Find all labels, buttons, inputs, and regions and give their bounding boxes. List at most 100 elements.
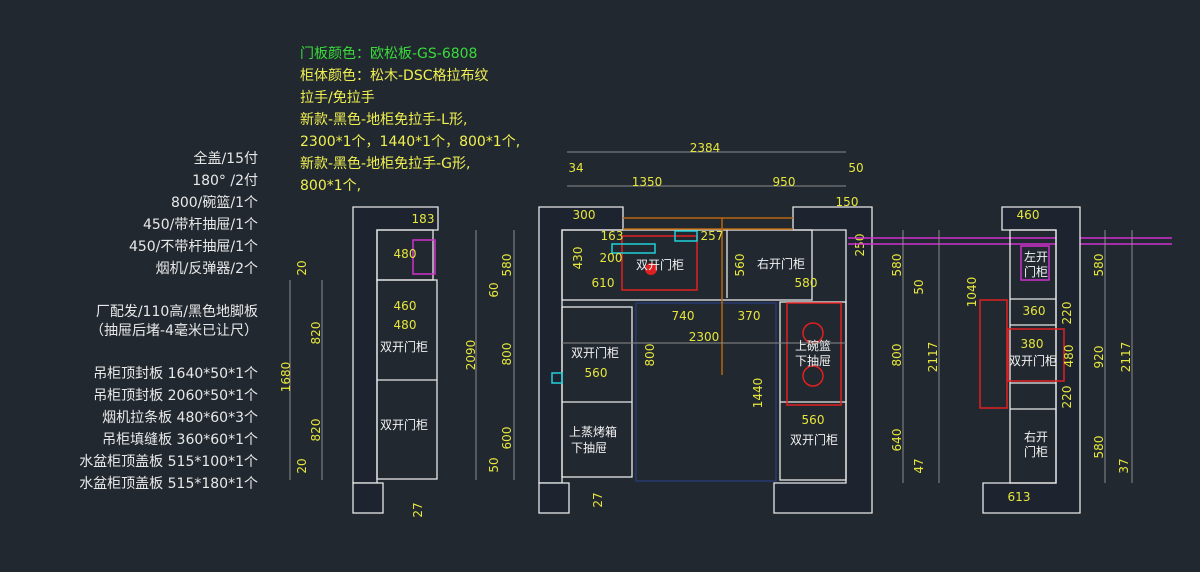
note-line: 新款-黑色-地柜免拉手-L形,	[300, 111, 467, 128]
spec-item: 厂配发/110高/黑色地脚板	[96, 303, 258, 320]
dimension-label: 250	[853, 234, 867, 257]
appliance-marker	[1007, 328, 1065, 382]
cabinet-label: 双开门柜	[1009, 353, 1057, 368]
dimension-label: 2300	[689, 330, 720, 344]
dimension-label: 163	[601, 229, 624, 243]
spec-item: 180° /2付	[192, 173, 258, 189]
cabinet-label: 门柜	[1024, 444, 1048, 459]
dimension-label: 360	[1023, 304, 1046, 318]
dimension-label: 560	[733, 254, 747, 277]
dimension-label: 34	[568, 161, 583, 175]
dimension-label: 50	[912, 279, 926, 294]
spec-item: 800/碗篮/1个	[171, 195, 258, 211]
dimension-label: 460	[1017, 208, 1040, 222]
dimension-label: 27	[591, 492, 605, 507]
left-door-marker	[1020, 245, 1050, 281]
sink-cabinet-marker	[621, 235, 698, 291]
dimension-label: 2090	[464, 340, 478, 371]
dimension-label: 2384	[690, 141, 721, 155]
dimension-label: 150	[836, 195, 859, 209]
cabinet-label: 左开	[1024, 249, 1048, 264]
cabinet-label: 门柜	[1024, 264, 1048, 279]
dimension-label: 370	[738, 309, 761, 323]
sink-icon	[611, 243, 656, 254]
dimension-label: 183	[412, 212, 435, 226]
cabinet-label: 上碗篮	[795, 338, 831, 353]
dimension-label: 1680	[279, 362, 293, 393]
cabinet-label: 上蒸烤箱	[569, 424, 617, 439]
dimension-label: 580	[890, 254, 904, 277]
note-line: 2300*1个，1440*1个，800*1个,	[300, 134, 520, 150]
dimension-label: 2117	[1119, 342, 1133, 373]
dimension-label: 800	[643, 344, 657, 367]
dimension-label: 1040	[965, 277, 979, 308]
dimension-label: 50	[487, 457, 501, 472]
dimension-label: 740	[672, 309, 695, 323]
right-elevation: 左开 门柜 双开门柜 右开 门柜 580 50 800 640 47 2117 …	[890, 206, 1133, 514]
cabinet-label: 下抽屉	[795, 354, 831, 368]
cabinet-label: 右开门柜	[757, 256, 805, 271]
cabinet-label: 右开	[1024, 429, 1048, 444]
socket-icon	[551, 372, 563, 384]
dimension-label: 560	[585, 366, 608, 380]
dimension-label: 220	[1060, 302, 1074, 325]
dimension-label: 380	[1021, 337, 1044, 351]
handle-note: 拉手/免拉手	[300, 90, 375, 106]
dimension-label: 300	[573, 208, 596, 222]
spec-item: 吊柜填缝板 360*60*1个	[102, 432, 258, 448]
appliance-marker	[979, 299, 1008, 409]
dimension-label: 200	[600, 251, 623, 265]
dimension-label: 600	[500, 427, 514, 450]
body-color-note: 柜体颜色：松木-DSC格拉布纹	[300, 67, 489, 84]
dimension-label: 27	[411, 502, 425, 517]
door-color-note: 门板颜色：欧松板-GS-6808	[300, 45, 477, 62]
dimension-label: 50	[848, 161, 863, 175]
dimension-label: 257	[701, 229, 724, 243]
dimension-label: 950	[773, 175, 796, 189]
dimension-label: 1440	[751, 378, 765, 409]
height-dimensions: 2090 580 60 800 600 50	[464, 230, 515, 480]
spec-item: 全盖/15付	[193, 150, 258, 167]
cabinet-label: 双开门柜	[571, 345, 619, 360]
dimension-label: 20	[295, 458, 309, 473]
dimension-label: 613	[1008, 490, 1031, 504]
spec-item: 烟机/反弹器/2个	[156, 261, 258, 277]
dimension-label: 820	[309, 322, 323, 345]
dimension-label: 480	[1062, 345, 1076, 368]
left-elevation: 双开门柜 双开门柜 183 480 460 480 20 820 1680 82…	[279, 206, 439, 518]
faucet-icon	[674, 230, 698, 242]
dimension-label: 60	[487, 282, 501, 297]
dimension-label: 1350	[632, 175, 663, 189]
dimension-label: 220	[1060, 386, 1074, 409]
note-line: 新款-黑色-地柜免拉手-G形,	[300, 155, 470, 172]
stove-marker	[786, 302, 842, 406]
hardware-spec-list: 全盖/15付 180° /2付 800/碗篮/1个 450/带杆抽屉/1个 45…	[79, 150, 258, 492]
dimension-label: 580	[1092, 254, 1106, 277]
sink-drain-icon	[645, 263, 657, 275]
dimension-label: 460	[394, 299, 417, 313]
dimension-label: 20	[295, 260, 309, 275]
note-line: 800*1个,	[300, 178, 361, 194]
dimension-label: 47	[912, 458, 926, 473]
burner-icon	[802, 365, 824, 387]
kitchen-plan: 双开门柜 右开门柜 双开门柜 上蒸烤箱 下抽屉 上碗篮 下抽屉 双开门柜 238…	[538, 141, 873, 514]
dimension-label: 560	[802, 413, 825, 427]
dimension-label: 480	[394, 247, 417, 261]
dimension-label: 800	[890, 344, 904, 367]
range-hood-marker	[412, 239, 436, 275]
dimension-label: 580	[1092, 436, 1106, 459]
spec-item: 烟机拉条板 480*60*3个	[102, 409, 258, 426]
spec-item: 水盆柜顶盖板 515*100*1个	[79, 454, 258, 470]
dimension-label: 37	[1117, 458, 1131, 473]
dimension-label: 920	[1092, 346, 1106, 369]
dimension-label: 430	[571, 247, 585, 270]
spec-item: 吊柜顶封板 2060*50*1个	[93, 388, 258, 404]
spec-item: 450/带杆抽屉/1个	[143, 217, 258, 233]
cabinet-label: 双开门柜	[636, 257, 684, 272]
cabinet-label: 双开门柜	[380, 339, 428, 354]
dimension-label: 820	[309, 419, 323, 442]
spec-item: 450/不带杆抽屉/1个	[129, 239, 258, 255]
dimension-label: 640	[890, 429, 904, 452]
dimension-label: 580	[500, 254, 514, 277]
